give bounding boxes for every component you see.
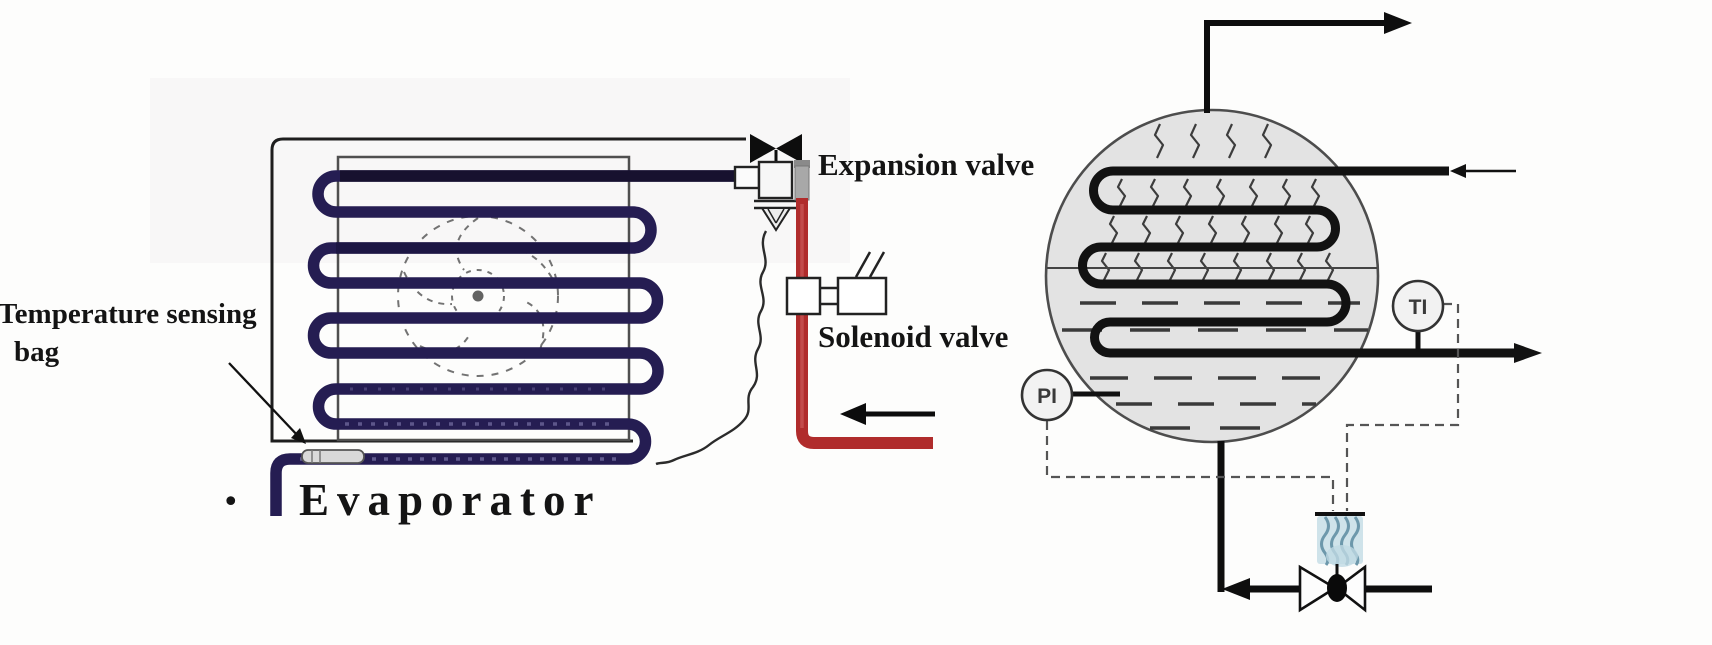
temperature-indicator: TI xyxy=(1391,279,1445,352)
feed-flow-arrowhead xyxy=(1222,578,1250,600)
boiling-marks xyxy=(1100,123,1335,281)
control-valve-symbol xyxy=(1298,564,1367,613)
liquid-dashes xyxy=(1062,301,1368,430)
shell-internal-coil xyxy=(1078,166,1516,358)
period-mark: . xyxy=(224,456,238,516)
coolant-outlet-arrowhead xyxy=(1514,343,1542,363)
expansion-valve-symbol xyxy=(733,134,802,232)
temperature-sensing-bulb xyxy=(301,449,365,464)
valve-actuator xyxy=(1315,512,1365,576)
liquid-feed-flow-arrow xyxy=(840,403,935,425)
solenoid-coil-box xyxy=(836,276,888,316)
evaporator-casing-outline xyxy=(270,137,746,443)
vapor-outlet-pipe xyxy=(1204,12,1412,113)
coolant-inlet-arrow xyxy=(1450,164,1516,178)
liquid-line-red-pipe xyxy=(794,160,933,449)
label-temperature-sensing-line2: bag xyxy=(14,336,60,368)
valve-inlet-fitting xyxy=(733,165,761,190)
instrument-signal-lines xyxy=(1045,302,1460,511)
pipe-gray-section xyxy=(794,165,810,201)
capillary-tube xyxy=(655,230,768,466)
evaporator-coil xyxy=(270,170,748,516)
pressure-indicator: PI xyxy=(1020,368,1120,422)
red-pipe xyxy=(796,198,933,449)
pi-label: PI xyxy=(1037,385,1057,408)
valve-plug xyxy=(1327,574,1347,602)
bulb-pointer-arrow xyxy=(228,362,306,444)
fan-hub-dot xyxy=(472,290,484,302)
coil-frame xyxy=(336,155,631,442)
label-solenoid-valve: Solenoid valve xyxy=(818,319,1009,354)
label-expansion-valve: Expansion valve xyxy=(818,147,1035,182)
pi-signal-line xyxy=(1045,421,1335,511)
ti-signal-line xyxy=(1345,302,1460,511)
solenoid-valve-symbol xyxy=(785,251,888,316)
shell-body xyxy=(1044,108,1380,444)
label-temperature-sensing-line1: Temperature sensing xyxy=(0,298,257,330)
evaporator-unit xyxy=(228,137,768,516)
ti-label: TI xyxy=(1409,296,1428,319)
pipe-cap xyxy=(794,160,810,168)
label-evaporator: Evaporator xyxy=(299,475,602,525)
flooded-evaporator-shell xyxy=(1044,12,1542,600)
